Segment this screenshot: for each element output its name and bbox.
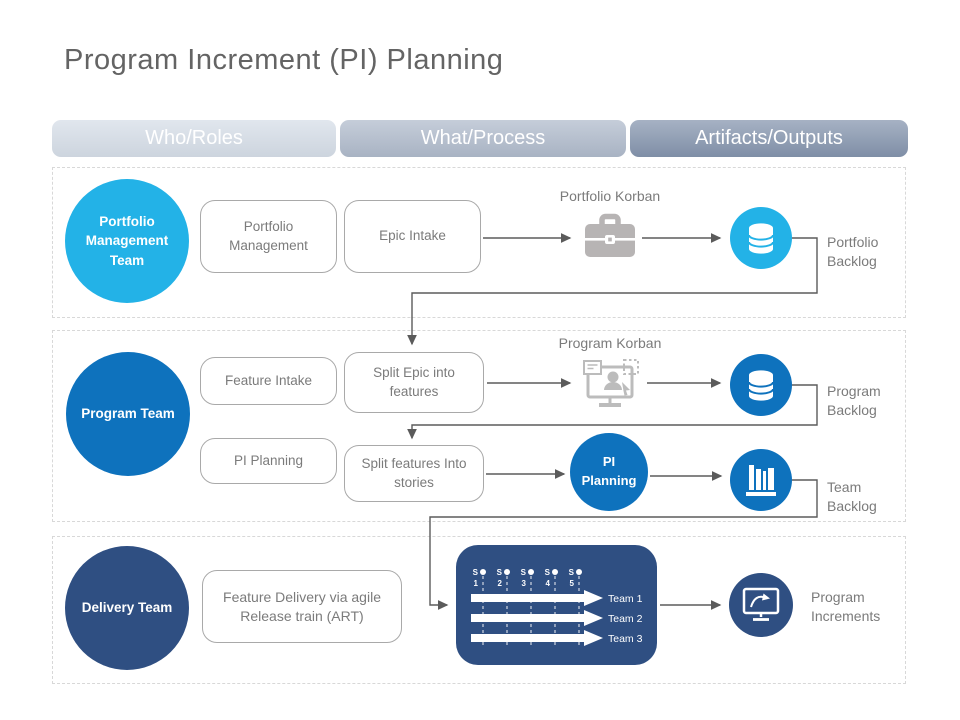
database-icon xyxy=(748,222,774,254)
split-features-box: Split features Into stories xyxy=(344,445,484,502)
feature-intake-box: Feature Intake xyxy=(200,357,337,405)
program-backlog-circle xyxy=(730,354,792,416)
epic-intake-box: Epic Intake xyxy=(344,200,481,273)
team-1-label: Team 1 xyxy=(608,593,643,605)
kanban-board-icon xyxy=(583,359,639,407)
feature-delivery-label: Feature Delivery via agile Release train… xyxy=(223,588,381,624)
epic-intake-label: Epic Intake xyxy=(379,228,446,244)
page-title: Program Increment (PI) Planning xyxy=(64,44,504,76)
band-what-process-label: What/Process xyxy=(420,127,546,149)
pi-planning-box-label: PI Planning xyxy=(233,452,304,468)
portfolio-team-circle: Portfolio Management Team xyxy=(65,179,189,303)
split-epic-label: Split Epic into features xyxy=(373,365,455,399)
split-features-label: Split features Into stories xyxy=(361,456,467,490)
sprint-letter: S xyxy=(473,568,479,577)
program-kanban-label: Program Korban xyxy=(558,335,662,351)
feature-intake-label: Feature Intake xyxy=(224,372,313,388)
pi-planning-box: PI Planning xyxy=(200,438,337,484)
delivery-team-label: Delivery Team xyxy=(81,600,173,616)
portfolio-kanban-label: Portfolio Korban xyxy=(559,188,661,204)
sprint-letter: S xyxy=(545,568,551,577)
program-increments-circle xyxy=(729,573,793,637)
team-backlog-label: Team Backlog xyxy=(827,479,877,515)
portfolio-backlog-circle xyxy=(730,207,792,269)
band-who-roles: Who/Roles xyxy=(52,120,336,157)
database-icon xyxy=(748,369,774,401)
team-2-label: Team 2 xyxy=(608,613,643,625)
team-3-label: Team 3 xyxy=(608,633,643,645)
sprint-number: 2 xyxy=(498,579,503,588)
band-who-roles-label: Who/Roles xyxy=(145,127,243,149)
feature-delivery-box: Feature Delivery via agile Release train… xyxy=(202,570,402,643)
monitor-chart-icon xyxy=(742,587,780,621)
band-what-process: What/Process xyxy=(340,120,626,157)
portfolio-team-label: Portfolio Management Team xyxy=(85,213,169,268)
sprint-number: 3 xyxy=(522,579,527,588)
delivery-team-circle: Delivery Team xyxy=(65,546,189,670)
sprint-schedule-icon: S 1 S 2 S 3 S 4 S 5 Team 1 Team 2 Team 3 xyxy=(456,545,657,665)
pi-planning-circle: PI Planning xyxy=(570,433,648,511)
portfolio-management-label: Portfolio Management xyxy=(229,219,308,253)
split-epic-box: Split Epic into features xyxy=(344,352,484,413)
band-artifacts-outputs-label: Artifacts/Outputs xyxy=(695,127,843,149)
sprint-number: 1 xyxy=(474,579,479,588)
briefcase-icon xyxy=(585,213,635,257)
portfolio-management-box: Portfolio Management xyxy=(200,200,337,273)
program-team-circle: Program Team xyxy=(66,352,190,476)
sprint-number: 5 xyxy=(570,579,575,588)
sprint-number: 4 xyxy=(546,579,551,588)
pi-planning-circle-label: PI Planning xyxy=(581,454,637,488)
team-backlog-circle xyxy=(730,449,792,511)
program-backlog-label: Program Backlog xyxy=(827,383,881,419)
program-team-label: Program Team xyxy=(81,406,175,422)
sprint-letter: S xyxy=(521,568,527,577)
portfolio-backlog-label: Portfolio Backlog xyxy=(827,234,879,270)
band-artifacts-outputs: Artifacts/Outputs xyxy=(630,120,908,157)
program-increments-label: Program Increments xyxy=(811,589,881,625)
books-icon xyxy=(746,465,776,496)
sprint-letter: S xyxy=(569,568,575,577)
sprint-letter: S xyxy=(497,568,503,577)
